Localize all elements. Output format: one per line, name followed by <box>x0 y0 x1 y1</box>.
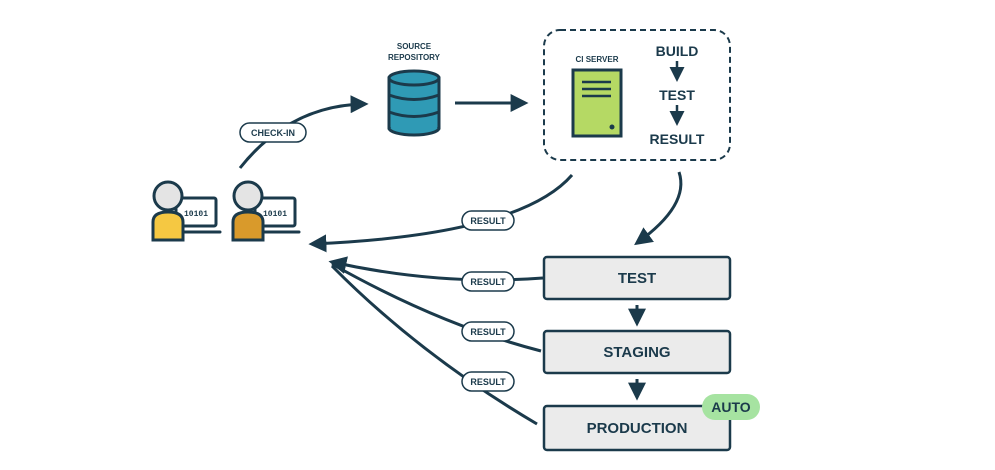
stage-test: TEST <box>542 255 732 301</box>
database-icon <box>387 69 441 137</box>
ci-server-box: CI SERVER BUILD TEST RESULT <box>543 29 731 161</box>
source-repo-label-line1: SOURCE <box>397 42 432 51</box>
server-icon <box>571 68 623 138</box>
staging-result-arrow <box>331 262 542 353</box>
stage-test-label: TEST <box>618 270 656 287</box>
result-label: RESULT <box>470 277 506 287</box>
ci-step-result: RESULT <box>650 131 705 147</box>
laptop-code-text: 10101 <box>184 210 208 219</box>
shirt <box>151 210 185 242</box>
ci-step-test: TEST <box>659 87 695 103</box>
head <box>152 180 184 212</box>
stage-production-label: PRODUCTION <box>587 420 688 437</box>
result-label: RESULT <box>470 377 506 387</box>
auto-badge: AUTO <box>702 394 760 420</box>
developer-1: 10101 <box>151 180 222 242</box>
result-pill: RESULT <box>461 210 515 231</box>
check-in-arrow <box>238 95 369 169</box>
source-repo-label-line2: REPOSITORY <box>388 53 441 62</box>
check-in-pill: CHECK-IN <box>239 122 307 143</box>
person-icon <box>151 180 185 242</box>
ci-step-build: BUILD <box>656 43 699 59</box>
source-repository: SOURCE REPOSITORY <box>387 42 441 137</box>
result-pill: RESULT <box>461 271 515 292</box>
result-label: RESULT <box>470 327 506 337</box>
stage-staging-label: STAGING <box>603 344 670 361</box>
ci-result-arrow <box>308 174 574 253</box>
ci-to-test-arrow <box>634 171 683 246</box>
person-icon <box>231 180 265 242</box>
developer-2: 10101 <box>231 180 301 242</box>
stage-staging: STAGING <box>542 329 732 375</box>
head <box>232 180 264 212</box>
ci-server-label: CI SERVER <box>576 55 619 64</box>
result-label: RESULT <box>470 216 506 226</box>
production-result-arrow <box>330 264 538 426</box>
result-pill: RESULT <box>461 371 515 392</box>
laptop-code-text: 10101 <box>263 210 287 219</box>
shirt <box>231 210 265 242</box>
check-in-label: CHECK-IN <box>251 128 295 138</box>
stage-production: PRODUCTION <box>542 404 732 452</box>
result-pill: RESULT <box>461 321 515 342</box>
auto-badge-label: AUTO <box>711 399 751 415</box>
test-result-arrow <box>328 256 544 282</box>
